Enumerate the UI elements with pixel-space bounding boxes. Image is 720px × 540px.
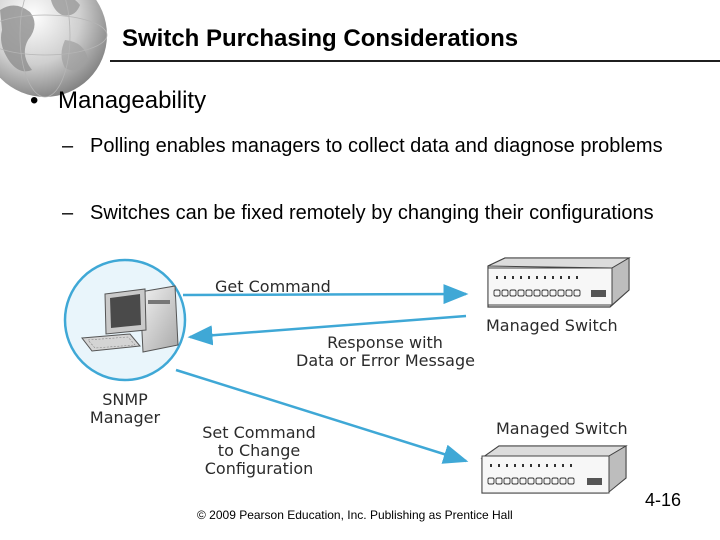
response-label-line1: Response with [327, 333, 443, 352]
get-command-label: Get Command [215, 277, 331, 296]
globe-icon [0, 0, 108, 98]
manager-label-line2: Manager [89, 408, 161, 427]
switch-icon [480, 445, 628, 494]
slide-title: Switch Purchasing Considerations [122, 25, 519, 52]
switch-icon [487, 257, 631, 308]
page-number: 4-16 [645, 490, 682, 510]
response-label-line2: Data or Error Message [296, 351, 475, 370]
computer-icon [63, 258, 187, 382]
bullet-marker: • [30, 87, 39, 114]
subpoint-polling: – Polling enables managers to collect da… [62, 133, 702, 160]
set-label-line2: to Change [217, 441, 301, 460]
subpoint-text: Switches can be fixed remotely by changi… [90, 202, 654, 224]
set-label-line1: Set Command [202, 423, 316, 442]
set-command-label: Set Command to Change Configuration [194, 424, 324, 478]
switch-bottom-label: Managed Switch [496, 419, 628, 438]
manager-label-line1: SNMP [102, 390, 148, 409]
get-command-arrow [182, 284, 469, 305]
snmp-manager-label: SNMP Manager [88, 391, 162, 427]
subpoint-text: Polling enables managers to collect data… [90, 135, 663, 157]
bullet-text: Manageability [58, 87, 207, 114]
switch-top-label: Managed Switch [486, 316, 618, 335]
response-label: Response with Data or Error Message [296, 333, 475, 370]
title-divider [110, 60, 720, 62]
subpoint-remote-fix: – Switches can be fixed remotely by chan… [62, 200, 702, 227]
set-label-line3: Configuration [204, 459, 314, 478]
dash-marker: – [62, 135, 74, 157]
response-arrow [187, 314, 467, 346]
copyright-footer: © 2009 Pearson Education, Inc. Publishin… [197, 508, 513, 522]
bullet-manageability: • Manageability [30, 87, 206, 115]
dash-marker: – [62, 202, 74, 224]
set-command-arrow [175, 368, 469, 464]
